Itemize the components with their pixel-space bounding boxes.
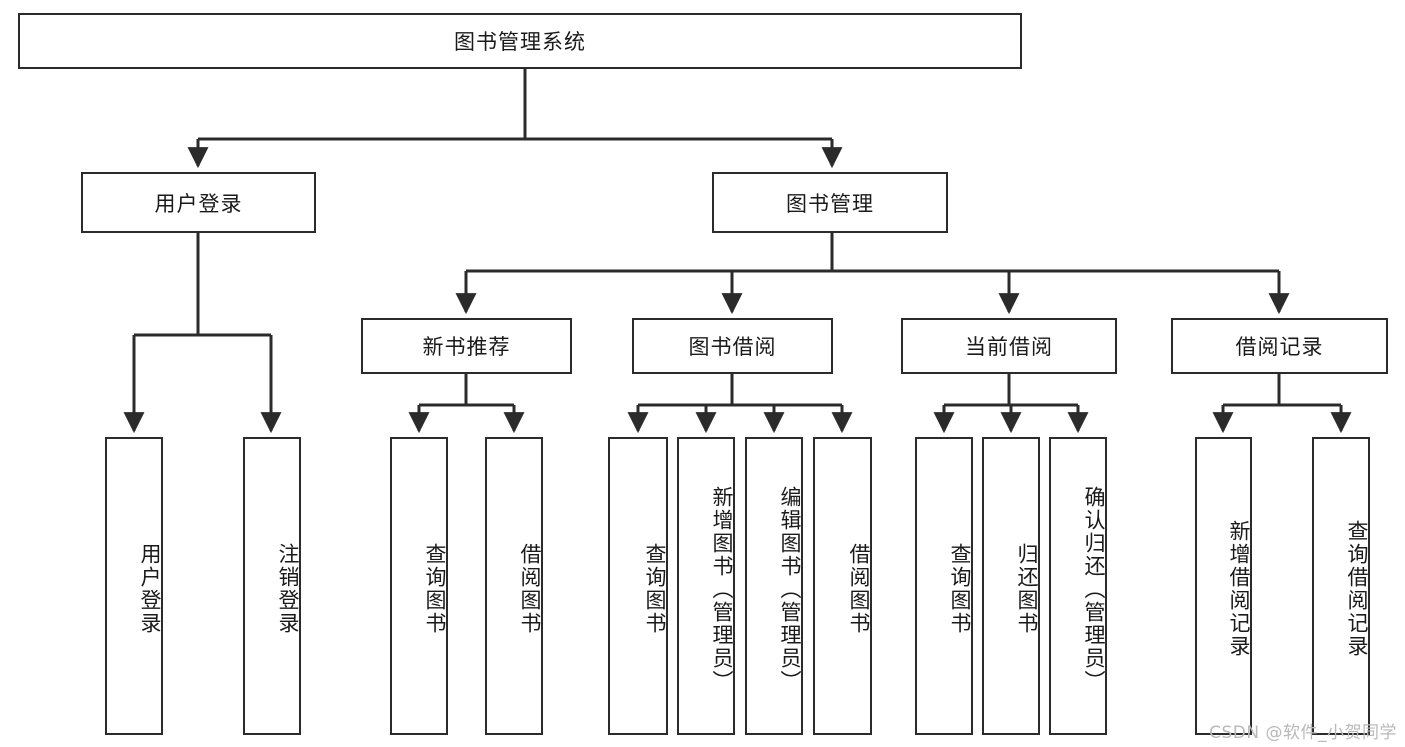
node-label: 查询图书 [948,543,972,635]
node-book-borrow[interactable]: 图书借阅 [632,318,833,374]
node-label: 图书管理系统 [454,30,586,54]
watermark: CSDN @软件_小贺同学 [1209,723,1397,743]
leaf-record-add-record[interactable]: 新增借阅记录 [1195,437,1252,735]
leaf-recommend-query-book[interactable]: 查询图书 [390,437,448,735]
node-label: 查询图书 [423,543,447,635]
node-label: 注销登录 [276,543,300,635]
leaf-current-query-book[interactable]: 查询图书 [915,437,973,735]
leaf-borrow-borrow-book[interactable]: 借阅图书 [813,437,872,735]
leaf-user-logout[interactable]: 注销登录 [243,437,301,735]
node-label: 新书推荐 [422,335,511,359]
node-current-borrow[interactable]: 当前借阅 [901,318,1117,374]
leaf-recommend-borrow-book[interactable]: 借阅图书 [485,437,543,735]
node-user-login[interactable]: 用户登录 [81,172,316,233]
node-label: 新增图书（管理员） [710,485,734,693]
node-label: 当前借阅 [965,335,1053,359]
node-borrow-record[interactable]: 借阅记录 [1171,318,1388,374]
leaf-current-return-book[interactable]: 归还图书 [982,437,1040,735]
node-label: 用户登录 [138,543,162,635]
node-label: 借阅图书 [518,543,542,635]
leaf-user-login[interactable]: 用户登录 [105,437,163,735]
leaf-borrow-edit-book-admin[interactable]: 编辑图书（管理员） [745,437,803,735]
node-label: 图书管理 [786,191,874,216]
leaf-borrow-query-book[interactable]: 查询图书 [608,437,668,735]
leaf-current-confirm-return-admin[interactable]: 确认归还（管理员） [1049,437,1107,735]
node-label: 新增借阅记录 [1227,520,1251,658]
node-root-library-system[interactable]: 图书管理系统 [18,13,1022,69]
leaf-record-query-record[interactable]: 查询借阅记录 [1312,437,1370,735]
node-label: 借阅图书 [847,543,871,635]
node-label: 归还图书 [1015,543,1039,635]
node-label: 借阅记录 [1235,335,1324,359]
node-label: 查询图书 [643,543,667,635]
node-label: 查询借阅记录 [1345,520,1369,658]
node-label: 编辑图书（管理员） [778,485,802,693]
node-label: 图书借阅 [688,335,777,359]
node-new-book-recommend[interactable]: 新书推荐 [361,318,572,374]
node-label: 用户登录 [154,191,243,216]
node-book-management[interactable]: 图书管理 [712,172,948,233]
leaf-borrow-add-book-admin[interactable]: 新增图书（管理员） [677,437,735,735]
node-label: 确认归还（管理员） [1082,485,1106,693]
